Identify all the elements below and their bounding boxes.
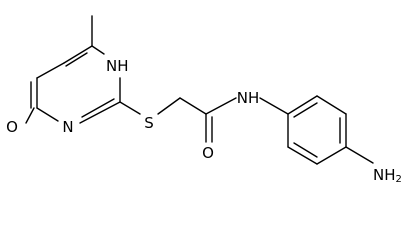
atom-label-o-amide: O xyxy=(202,144,214,162)
bond-layer xyxy=(25,15,374,165)
bond-c5-c4 xyxy=(36,62,65,79)
bond-s-ch2 xyxy=(157,97,181,115)
bond-ar-5 xyxy=(287,146,318,165)
bond-ar-1-inner xyxy=(293,102,318,118)
nh2-main-text: NH xyxy=(373,166,396,184)
atom-label-o-carbonyl-ring: O xyxy=(6,118,18,136)
bond-ar-5-inner xyxy=(293,142,318,158)
bond-ar-4 xyxy=(316,146,347,165)
atom-label-nh-amide: NH xyxy=(237,89,260,107)
atom-label-n-ring: N xyxy=(62,118,73,136)
label-layer: NH N O S O NH NH2 xyxy=(6,57,402,185)
bond-n1-c6 xyxy=(91,45,105,55)
molecule-diagram: NH N O S O NH NH2 xyxy=(6,15,402,185)
bond-o-stub xyxy=(25,107,35,124)
atom-label-s-thioether: S xyxy=(144,114,154,132)
bond-n3-c2 xyxy=(79,101,121,124)
bond-ar-2 xyxy=(316,95,347,115)
atom-label-nh-ring: NH xyxy=(106,57,129,75)
atom-label-nh2-amine: NH2 xyxy=(373,166,402,185)
bond-nh-aryl xyxy=(259,97,289,115)
bond-c6-c5 xyxy=(63,45,93,64)
bond-aryl-nh2 xyxy=(345,146,374,164)
bond-c4-n3 xyxy=(36,107,59,122)
bond-c-nh xyxy=(205,97,237,115)
nh2-subscript: 2 xyxy=(396,174,402,185)
bond-ch2-c xyxy=(179,97,207,115)
bond-c2-s xyxy=(119,101,141,115)
bond-c6-c5-inner xyxy=(65,52,88,67)
bond-ar-1 xyxy=(287,95,318,115)
bond-n3-c2-inner xyxy=(81,98,115,118)
